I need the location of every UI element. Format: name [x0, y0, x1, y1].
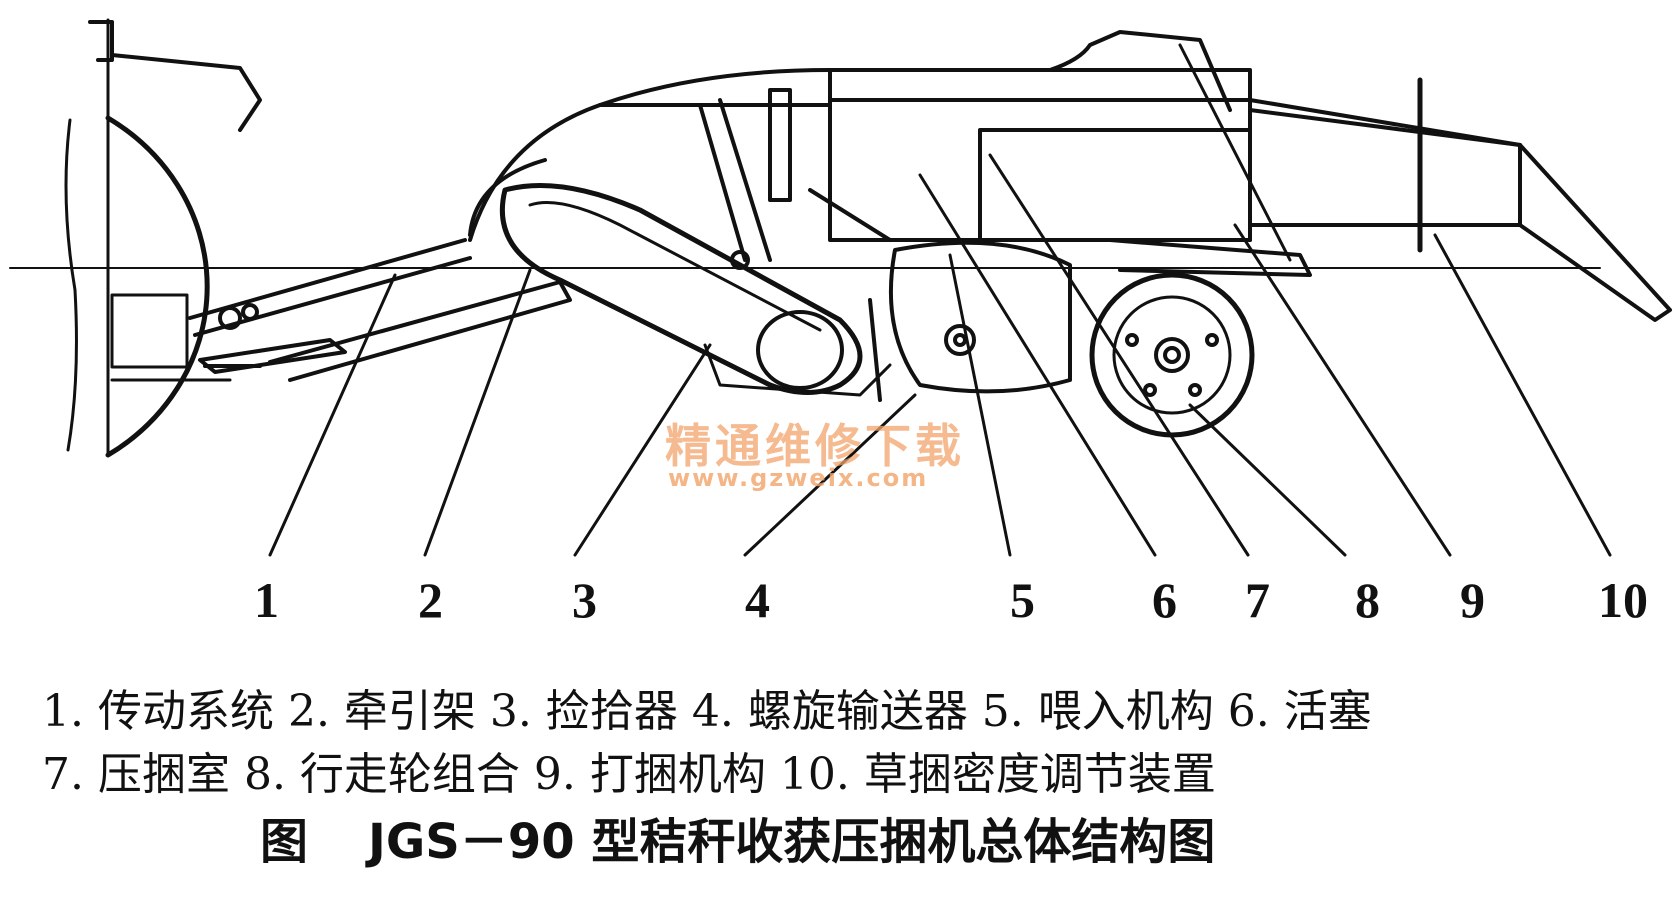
watermark-text: 精通维修下载 — [665, 419, 965, 473]
callout-1: 1 — [254, 572, 279, 628]
baler-structure-drawing — [9, 18, 1672, 557]
feeder-drum — [888, 240, 1072, 394]
bale-chamber — [828, 43, 1672, 322]
callout-10: 10 — [1598, 572, 1648, 628]
caption-line-2: 7. 压捆室 8. 行走轮组合 9. 打捆机构 10. 草捆密度调节装置 — [42, 749, 1216, 800]
callout-8: 8 — [1355, 572, 1380, 628]
callout-6: 6 — [1152, 572, 1177, 628]
callout-5: 5 — [1010, 572, 1035, 628]
callout-9: 9 — [1460, 572, 1485, 628]
feeder-links — [698, 88, 892, 402]
tractor-wheel — [64, 18, 262, 458]
figure-title-prefix: 图 — [260, 814, 309, 870]
callout-7: 7 — [1245, 572, 1270, 628]
leader-lines — [268, 153, 1612, 557]
figure-title-text: JGS－90 型秸秆收获压捆机总体结构图 — [368, 814, 1216, 870]
caption-line-1: 1. 传动系统 2. 牵引架 3. 捡拾器 4. 螺旋输送器 5. 喂入机构 6… — [42, 686, 1372, 737]
drive-system — [188, 238, 472, 374]
callout-2: 2 — [418, 572, 443, 628]
pickup — [499, 183, 892, 397]
road-wheel — [1089, 238, 1312, 438]
callout-4: 4 — [745, 572, 770, 628]
callout-3: 3 — [572, 572, 597, 628]
watermark-url: www.gzweix.com — [668, 464, 929, 492]
